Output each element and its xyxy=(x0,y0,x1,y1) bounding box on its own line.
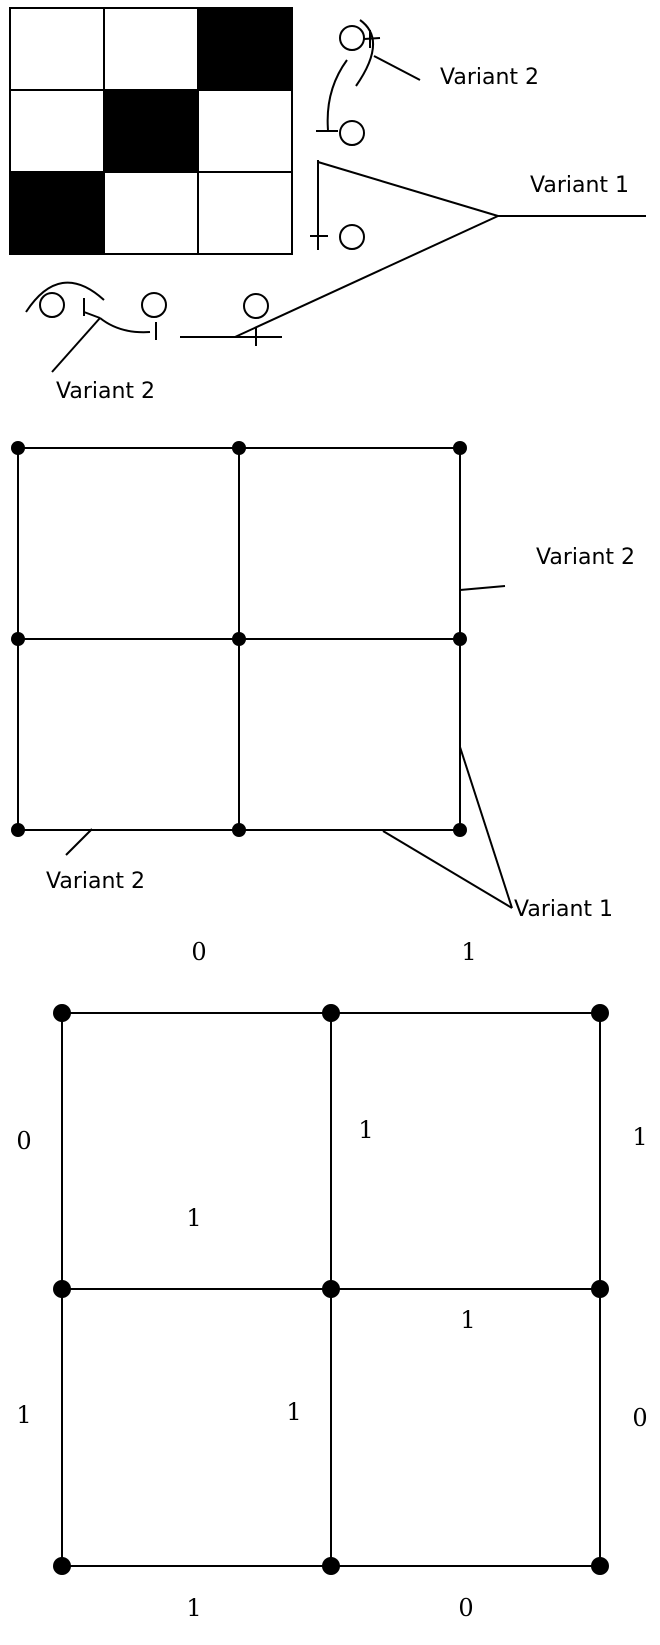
edge-value: 1 xyxy=(461,938,476,966)
variant-label: Variant 2 xyxy=(46,869,145,894)
panel-3 xyxy=(53,1004,609,1575)
variant-label: Variant 1 xyxy=(530,173,629,198)
vertex-dot xyxy=(232,632,246,646)
label-pointer xyxy=(65,828,93,856)
label-pointer xyxy=(373,55,421,81)
grid-nodes xyxy=(11,441,467,837)
vertex-dot xyxy=(322,1004,340,1022)
vertex-dot xyxy=(53,1557,71,1575)
junction-right xyxy=(234,160,646,338)
circle-node xyxy=(339,120,365,146)
curve-arc xyxy=(25,281,105,313)
circle-node xyxy=(141,292,167,318)
black-cell xyxy=(197,7,293,91)
edge-value: 1 xyxy=(186,1204,201,1232)
circle-node xyxy=(39,292,65,318)
white-cell xyxy=(9,89,105,173)
circle-node xyxy=(243,293,269,319)
curve-arc xyxy=(355,19,374,87)
white-cell xyxy=(197,89,293,173)
edge-value: 1 xyxy=(186,1594,201,1622)
vertex-dot xyxy=(11,632,25,646)
variant-label: Variant 2 xyxy=(56,379,155,404)
edge-value: 1 xyxy=(460,1306,475,1334)
vertex-dot xyxy=(11,441,25,455)
junction-top-right xyxy=(316,19,421,146)
checkerboard-grid xyxy=(9,7,293,255)
label-pointer xyxy=(51,317,101,373)
vertex-dot xyxy=(53,1280,71,1298)
edge-value: 1 xyxy=(358,1116,373,1144)
curve-arc xyxy=(99,317,151,334)
vertex-dot xyxy=(453,823,467,837)
circle-node xyxy=(339,224,365,250)
connector-line xyxy=(317,161,499,217)
curve-arc xyxy=(326,59,348,131)
panel-1: Variant 2 Variant 1 Variant 2 xyxy=(9,7,646,404)
vertex-dot xyxy=(591,1004,609,1022)
panel-2 xyxy=(11,441,513,909)
vertex-dot xyxy=(591,1280,609,1298)
label-pointer xyxy=(459,585,506,591)
white-cell xyxy=(197,171,293,255)
variant-label: Variant 2 xyxy=(440,65,539,90)
vertex-dot xyxy=(591,1557,609,1575)
tick-mark xyxy=(83,311,101,319)
vertex-dot xyxy=(322,1557,340,1575)
vertex-dot xyxy=(11,823,25,837)
vertex-dot xyxy=(232,823,246,837)
vertex-dot xyxy=(232,441,246,455)
grid-nodes xyxy=(53,1004,609,1575)
white-cell xyxy=(9,7,105,91)
edge-value: 1 xyxy=(286,1398,301,1426)
edge-value: 1 xyxy=(16,1401,31,1429)
variant-label: Variant 2 xyxy=(536,545,635,570)
edge-value: 0 xyxy=(632,1404,647,1432)
edge-value: 1 xyxy=(632,1123,647,1151)
circle-node xyxy=(339,25,365,51)
edge-value: 0 xyxy=(191,938,206,966)
label-pointer xyxy=(382,830,513,909)
black-cell xyxy=(9,171,105,255)
label-pointer xyxy=(459,746,513,909)
white-cell xyxy=(103,171,199,255)
connector-line xyxy=(234,215,499,338)
edge-value: 0 xyxy=(458,1594,473,1622)
junction-bottom-left xyxy=(25,281,282,373)
vertex-dot xyxy=(322,1280,340,1298)
vertex-dot xyxy=(453,441,467,455)
black-cell xyxy=(103,89,199,173)
variant-label: Variant 1 xyxy=(514,897,613,922)
vertex-dot xyxy=(453,632,467,646)
vertex-dot xyxy=(53,1004,71,1022)
edge-value: 0 xyxy=(16,1127,31,1155)
white-cell xyxy=(103,7,199,91)
